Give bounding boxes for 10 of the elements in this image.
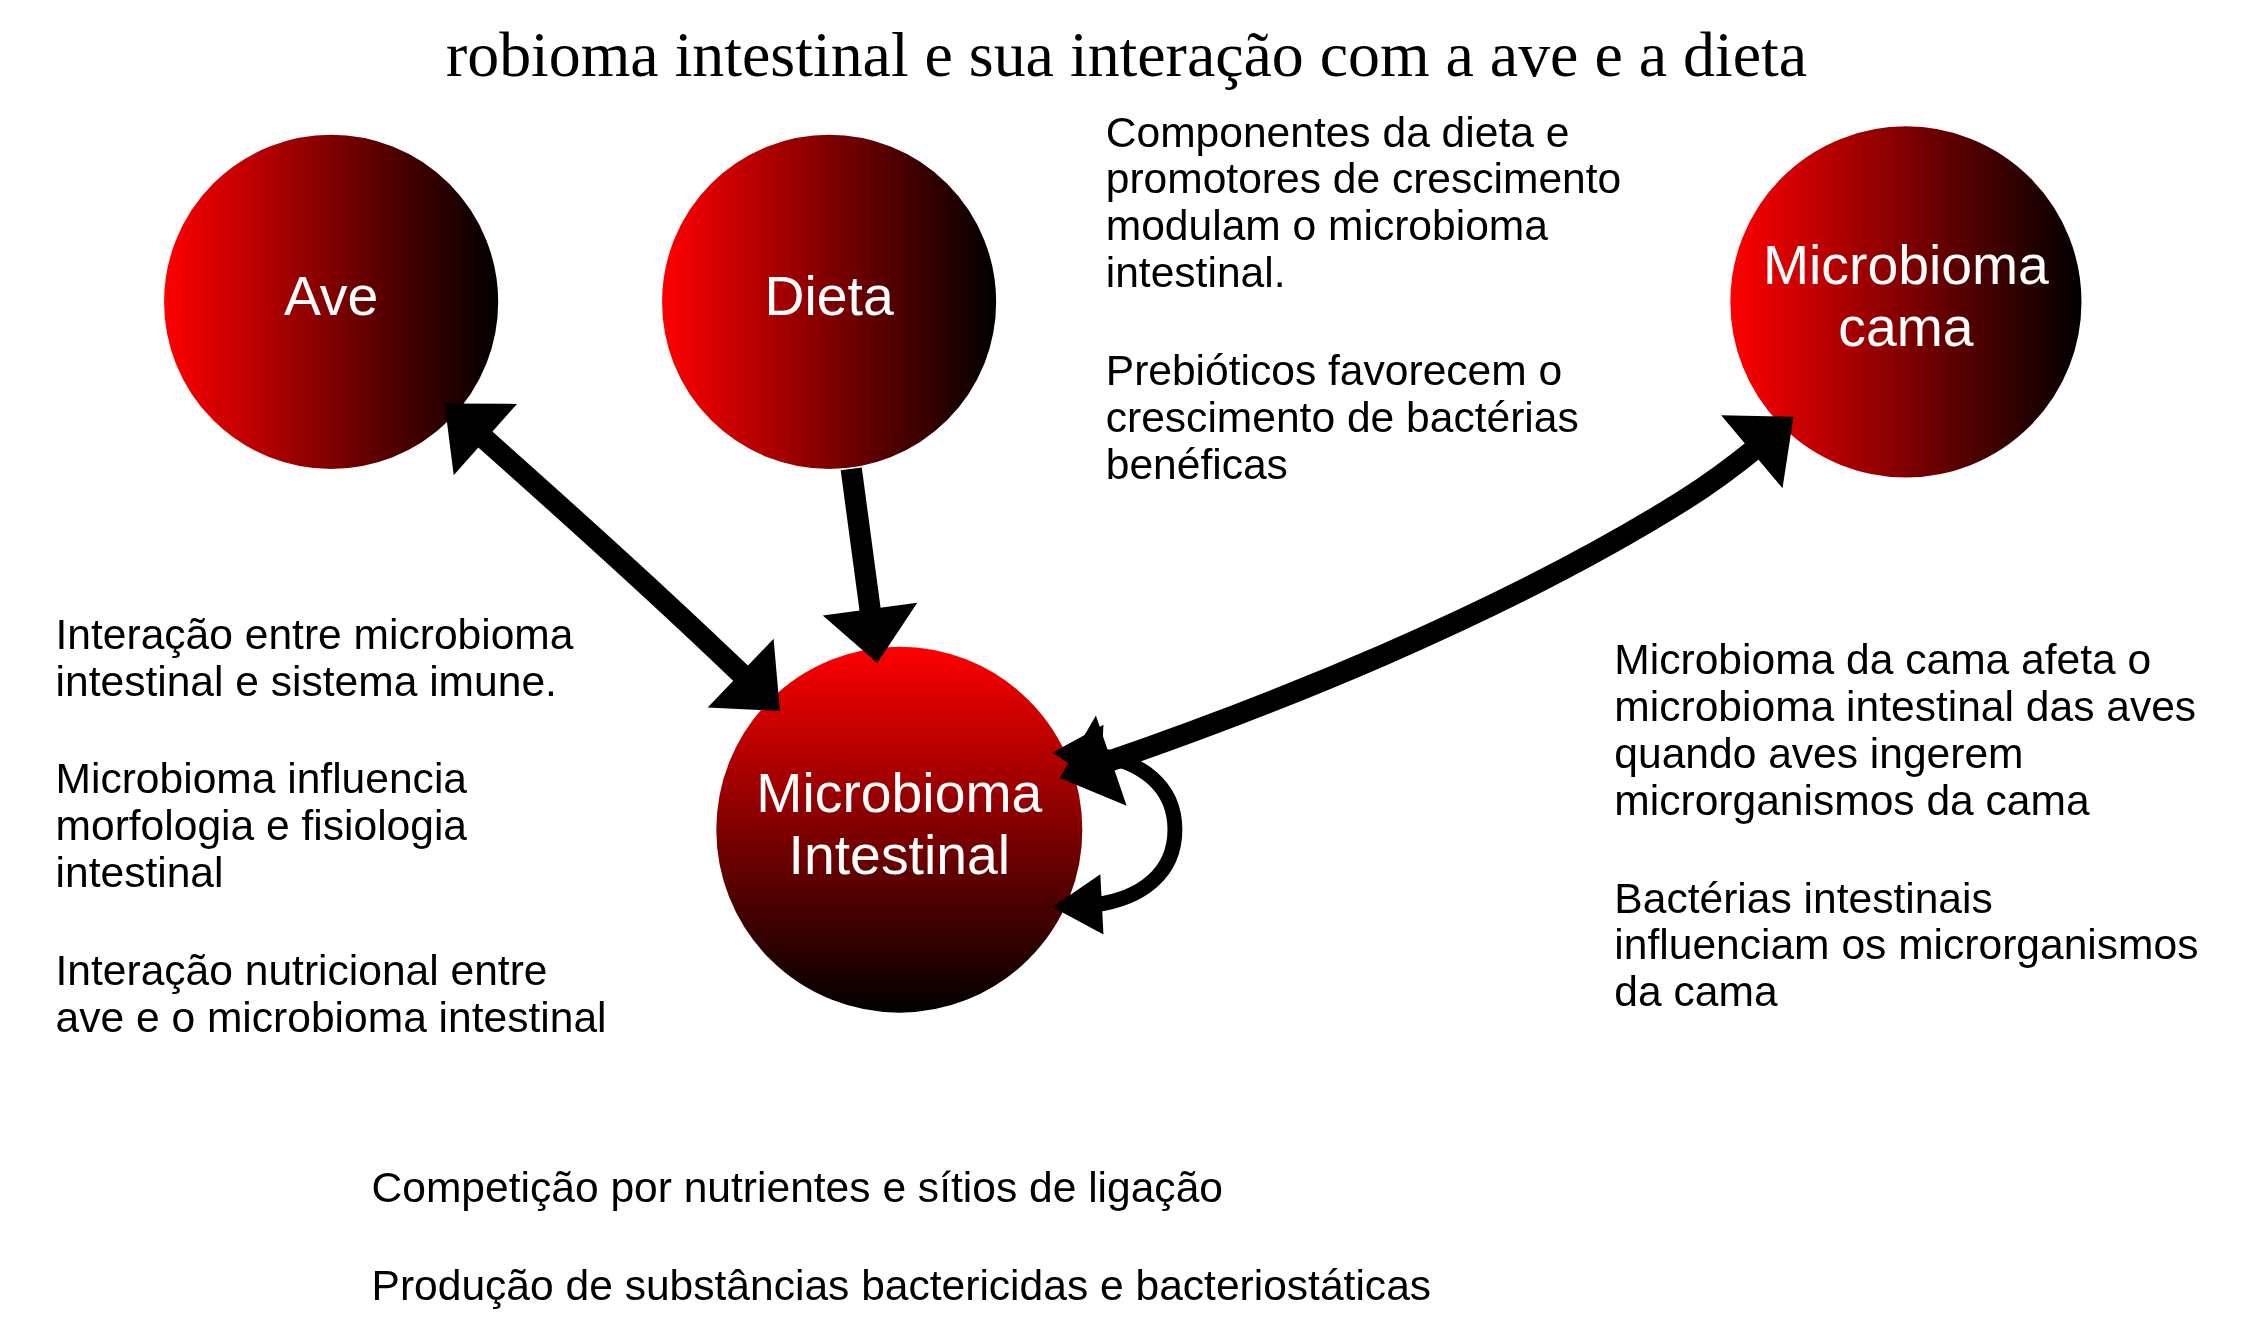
node-label: Componentes da dieta e promotores de crescimento modulam o microbioma intestinal.	[1105, 107, 1621, 297]
node-label: Prebióticos favorecem o crescimento de bactérias benéficas	[1105, 345, 1579, 488]
node-label: Interação nutricional entre ave e o microbioma intestinal	[55, 946, 607, 1041]
node-label: Bactérias intestinais influenciam os microrganismos da cama	[1613, 873, 2198, 1016]
node-label: Produção de substâncias bactericidas e bacteriostáticas	[371, 1260, 1431, 1309]
node-label: Microbioma influencia morfologia e fisiologia intestinal	[55, 754, 467, 897]
diagram-title: robioma intestinal e sua interação com a ave e a dieta	[445, 19, 1807, 91]
node-label: Competição por nutrientes e sítios de ligação	[371, 1163, 1223, 1212]
node-label: Interação entre microbioma intestinal e sistema imune.	[55, 609, 573, 705]
node-label: Microbioma da cama afeta o microbioma intestinal das aves quando aves ingerem microrganismos da cama	[1613, 635, 2196, 824]
